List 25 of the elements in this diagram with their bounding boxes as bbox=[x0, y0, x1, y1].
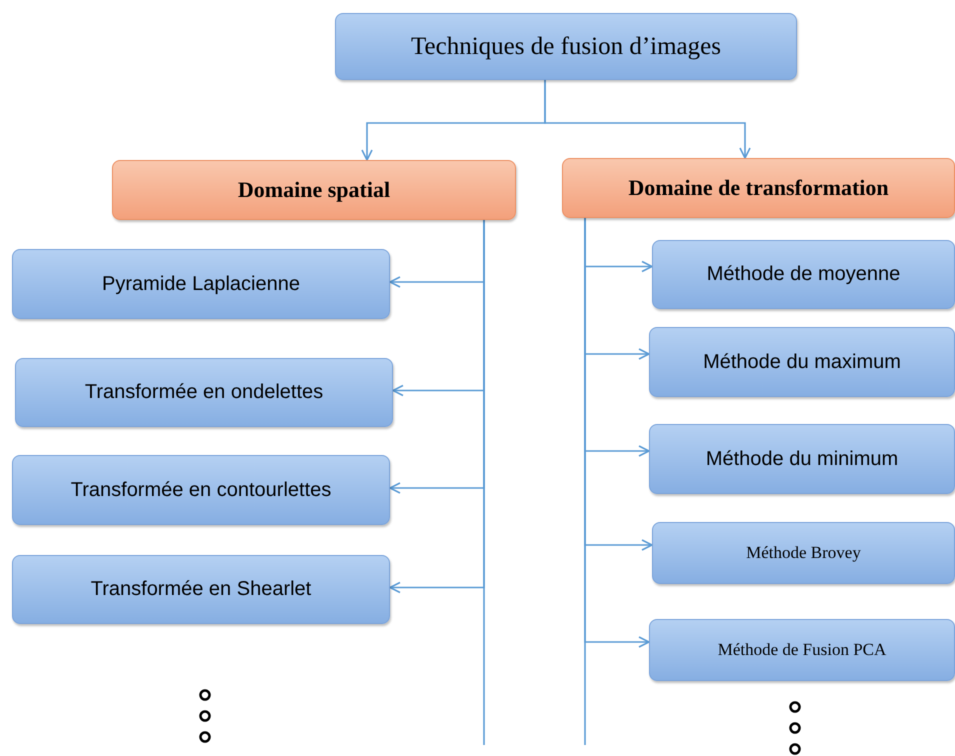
category-box bbox=[112, 160, 516, 220]
box-label: Domaine de transformation bbox=[628, 175, 889, 201]
box-label: Méthode Brovey bbox=[746, 543, 861, 563]
process-box bbox=[649, 327, 955, 397]
process-box bbox=[12, 555, 390, 624]
box-label: Techniques de fusion d’images bbox=[411, 32, 721, 60]
process-box bbox=[15, 358, 393, 427]
box-label: Transformée en ondelettes bbox=[84, 381, 324, 404]
box-label: Méthode de moyenne bbox=[706, 263, 900, 286]
category-box bbox=[562, 158, 955, 218]
box-label: Transformée en Shearlet bbox=[90, 578, 312, 601]
box-label: Méthode du maximum bbox=[703, 350, 901, 374]
process-box bbox=[652, 522, 955, 584]
process-box bbox=[649, 424, 955, 494]
process-box bbox=[649, 619, 955, 681]
arrow bbox=[544, 80, 751, 159]
process-box bbox=[652, 240, 955, 309]
process-box bbox=[12, 249, 390, 319]
process-box bbox=[12, 455, 390, 525]
box-label: Transformée en contourlettes bbox=[70, 478, 332, 502]
box-label: Méthode de Fusion PCA bbox=[718, 640, 886, 660]
box-label: Méthode du minimum bbox=[706, 448, 898, 470]
box-label: Pyramide Laplacienne bbox=[102, 272, 300, 296]
box-label: Domaine spatial bbox=[238, 177, 390, 203]
process-box bbox=[335, 13, 797, 80]
